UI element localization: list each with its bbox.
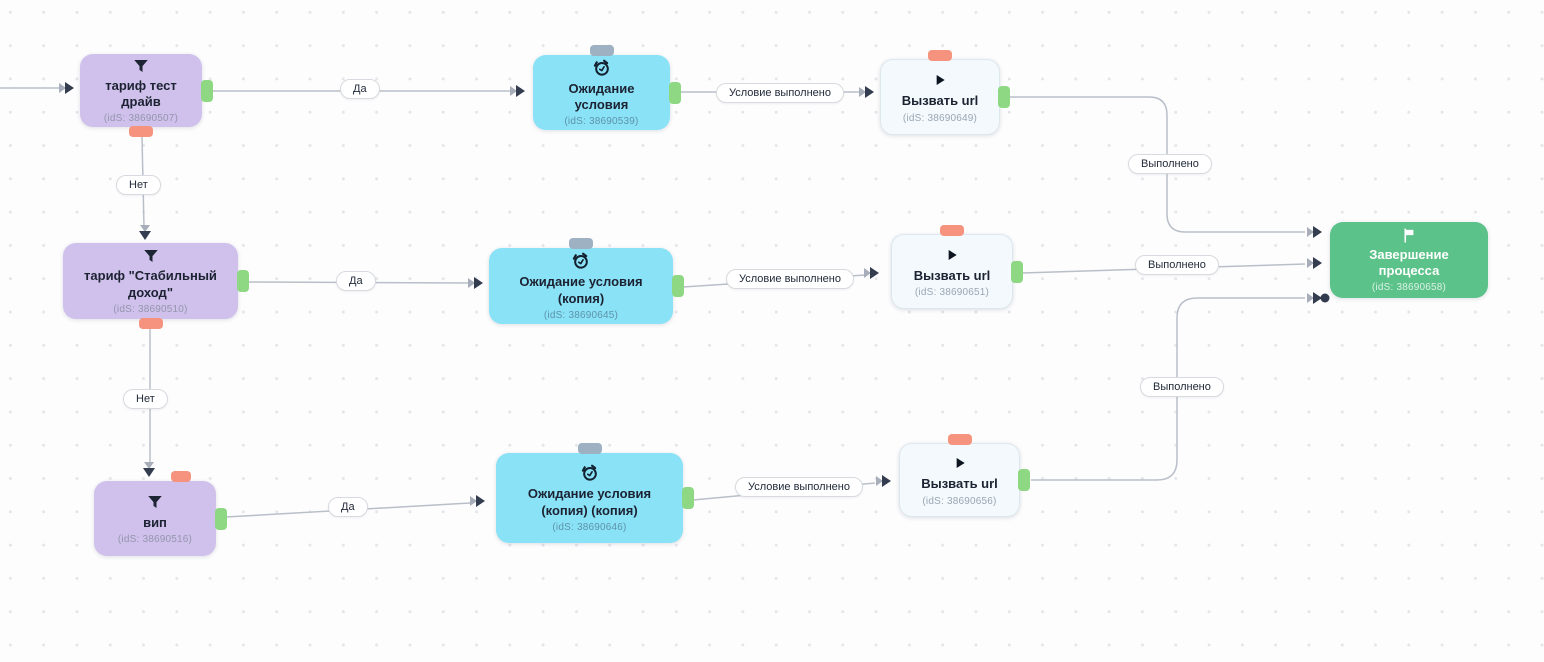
output-port-done[interactable] — [672, 275, 684, 297]
node-subtitle: (idS: 38690516) — [117, 534, 193, 546]
output-port-done[interactable] — [998, 86, 1010, 108]
node-call-url-3[interactable]: Вызвать url (idS: 38690656) — [899, 434, 1030, 517]
edge-arrowhead-icon — [859, 87, 866, 97]
funnel-icon — [142, 247, 160, 265]
node-subtitle: (idS: 38690649) — [902, 112, 978, 124]
alarm-clock-icon — [592, 58, 612, 78]
node-wait-condition[interactable]: Ожидание условия (idS: 38690539) — [533, 45, 681, 130]
edge-endpoint-dot — [1320, 293, 1330, 303]
edge-arrowhead-icon — [59, 83, 66, 93]
edge-label-done[interactable]: Выполнено — [1140, 377, 1224, 397]
edge-arrowhead-icon — [140, 225, 150, 232]
node-title: Завершение процесса — [1369, 246, 1449, 278]
node-process-end[interactable]: Завершение процесса (idS: 38690658) — [1330, 222, 1488, 298]
edge-arrowhead-icon — [470, 496, 477, 506]
edge-arrowhead-icon — [139, 231, 151, 240]
edge-label-yes[interactable]: Да — [328, 497, 368, 517]
error-port[interactable] — [928, 50, 952, 61]
edge-arrowhead-icon — [1313, 292, 1322, 304]
edge-arrowhead-icon — [865, 86, 874, 98]
node-title: Ожидание условия — [568, 80, 635, 112]
edge-label-no[interactable]: Нет — [123, 389, 168, 409]
edge-arrowhead-icon — [870, 267, 879, 279]
node-subtitle: (idS: 38690658) — [1371, 282, 1447, 294]
output-port-done[interactable] — [682, 487, 694, 509]
edge-arrowhead-icon — [882, 475, 891, 487]
edge-arrowhead-icon — [516, 85, 525, 97]
node-wait-condition-copy[interactable]: Ожидание условия (копия) (idS: 38690645) — [489, 238, 684, 324]
play-icon — [944, 245, 960, 265]
output-port-done[interactable] — [669, 81, 681, 104]
node-title: Ожидание условия (копия) — [519, 274, 643, 306]
node-call-url-1[interactable]: Вызвать url (idS: 38690649) — [880, 50, 1010, 135]
edge-arrowhead-icon — [1307, 293, 1314, 303]
funnel-icon — [132, 57, 150, 75]
edge-label-condition-met[interactable]: Условие выполнено — [716, 83, 844, 103]
edge-arrowhead-icon — [1313, 226, 1322, 238]
play-icon — [952, 453, 968, 473]
edge-label-yes[interactable]: Да — [340, 79, 380, 99]
edge-arrowhead-icon — [1313, 257, 1322, 269]
output-port-yes[interactable] — [215, 507, 227, 530]
edge-arrowhead-icon — [1307, 258, 1314, 268]
edge-arrowhead-icon — [474, 277, 483, 289]
flag-icon — [1401, 227, 1418, 244]
output-port-done[interactable] — [1011, 260, 1023, 283]
node-title: Ожидание условия (копия) (копия) — [527, 486, 652, 518]
node-title: Вызвать url — [921, 476, 998, 492]
edge-arrowhead-icon — [468, 278, 475, 288]
node-vip[interactable]: вип (idS: 38690516) — [94, 471, 227, 556]
node-subtitle: (idS: 38690651) — [914, 287, 990, 299]
output-port-no[interactable] — [129, 126, 153, 137]
edge-label-yes[interactable]: Да — [336, 271, 376, 291]
output-port-yes[interactable] — [237, 270, 249, 292]
output-port-no[interactable] — [138, 318, 163, 329]
error-port[interactable] — [940, 225, 964, 236]
error-port[interactable] — [947, 434, 972, 445]
edge-label-no[interactable]: Нет — [116, 175, 161, 195]
node-subtitle: (idS: 38690646) — [552, 521, 627, 533]
edge-label-condition-met[interactable]: Условие выполнено — [735, 477, 863, 497]
edge-arrowhead-icon — [65, 82, 74, 94]
output-port-no[interactable] — [170, 471, 191, 482]
node-subtitle: (idS: 38690507) — [103, 113, 179, 125]
node-call-url-2[interactable]: Вызвать url (idS: 38690651) — [891, 225, 1023, 309]
edge-label-done[interactable]: Выполнено — [1128, 154, 1212, 174]
edge-arrowhead-icon — [510, 86, 517, 96]
output-port-done[interactable] — [1018, 469, 1030, 491]
node-subtitle: (idS: 38690539) — [564, 116, 639, 128]
node-title: Вызвать url — [913, 267, 991, 283]
pause-port[interactable] — [569, 238, 593, 249]
funnel-icon — [146, 492, 164, 512]
pause-port[interactable] — [589, 45, 614, 56]
output-port-yes[interactable] — [201, 79, 213, 102]
node-subtitle: (idS: 38690510) — [113, 303, 188, 315]
node-wait-condition-copy-copy[interactable]: Ожидание условия (копия) (копия) (idS: 3… — [496, 443, 694, 543]
node-title: тариф тест драйв — [105, 77, 177, 109]
alarm-clock-icon — [571, 251, 591, 271]
node-title: тариф "Стабильный доход" — [84, 268, 217, 300]
edge-arrowhead-icon — [144, 462, 154, 469]
edge-arrowhead-icon — [876, 476, 883, 486]
edge-arrowhead-icon — [864, 268, 871, 278]
edge-label-done[interactable]: Выполнено — [1135, 255, 1219, 275]
node-subtitle: (idS: 38690645) — [543, 309, 619, 321]
edge-label-condition-met[interactable]: Условие выполнено — [726, 269, 854, 289]
alarm-clock-icon — [580, 463, 600, 483]
node-title: Вызвать url — [901, 93, 979, 109]
node-title: вип — [143, 514, 167, 530]
pause-port[interactable] — [577, 443, 602, 454]
edge-arrowhead-icon — [1307, 227, 1314, 237]
node-subtitle: (idS: 38690656) — [922, 495, 997, 507]
node-tariff-stable-income[interactable]: тариф "Стабильный доход" (idS: 38690510) — [63, 243, 249, 329]
edge-arrowhead-icon — [143, 468, 155, 477]
edge-arrowhead-icon — [476, 495, 485, 507]
play-icon — [932, 70, 948, 90]
node-tariff-test-drive[interactable]: тариф тест драйв (idS: 38690507) — [80, 54, 213, 137]
